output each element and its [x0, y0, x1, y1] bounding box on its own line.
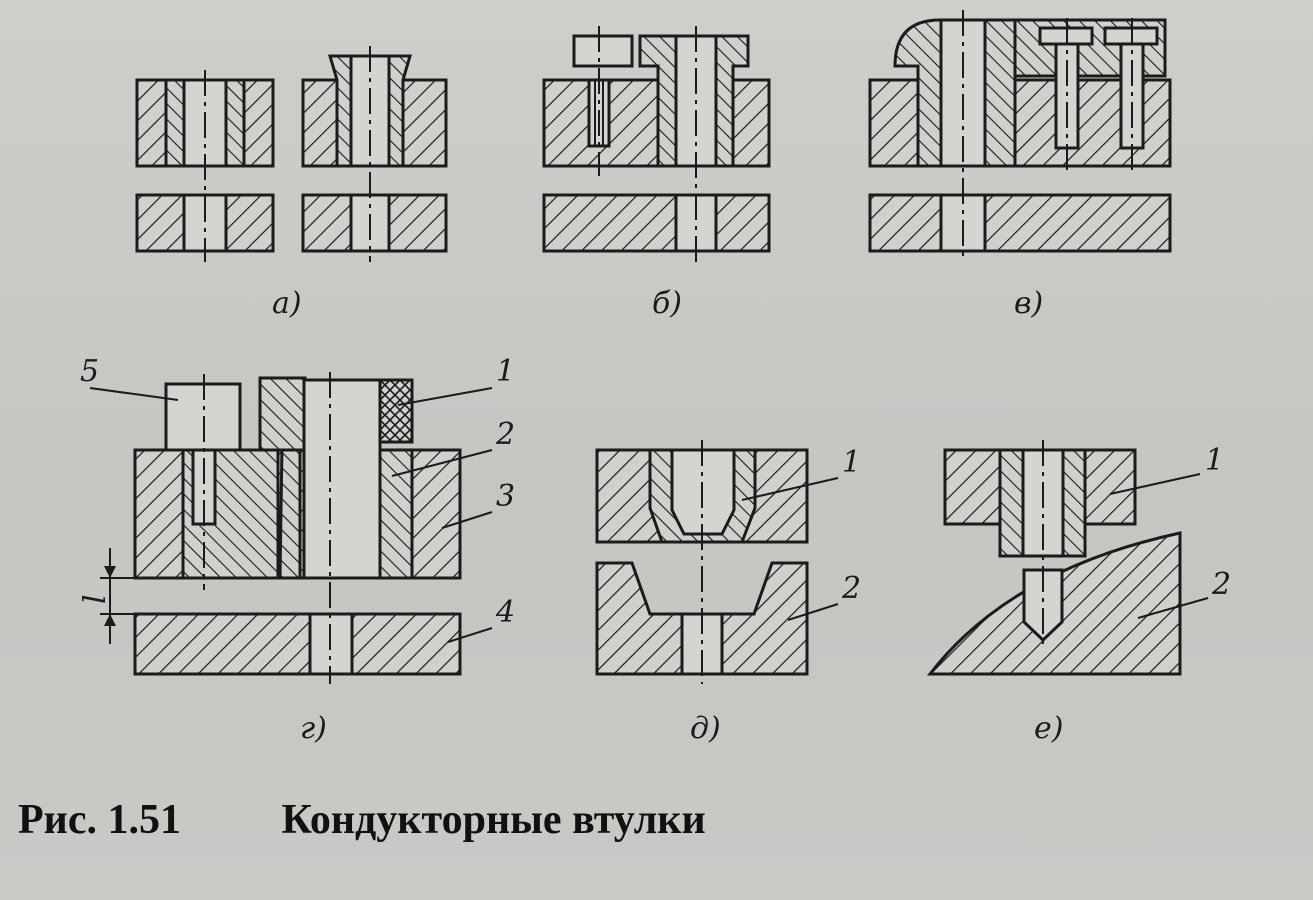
leader-line	[741, 477, 839, 501]
subfigure-label: б)	[652, 286, 682, 321]
leader-line	[1109, 473, 1201, 495]
leader-line	[441, 511, 493, 529]
subfigure-a: а)	[135, 46, 448, 321]
leader-line	[1137, 597, 1209, 619]
callout-1: 1	[1205, 443, 1224, 478]
subfigure-v: в)	[868, 10, 1172, 321]
leader-line	[447, 627, 493, 643]
callout-2: 2	[1211, 567, 1231, 602]
callout-1: 1	[496, 354, 515, 389]
drill-bushings-diagram: а) б) в)	[78, 10, 1231, 746]
screw-head	[572, 34, 634, 68]
leader-line	[787, 603, 839, 621]
subfigure-e: 1 2 е)	[926, 440, 1231, 746]
callout-2: 2	[495, 417, 515, 452]
figure-number: Рис. 1.51	[18, 797, 181, 843]
subfigure-d: 1 2 д)	[595, 440, 861, 746]
subfigure-g: l 5 1 2 3 4 г)	[78, 354, 515, 746]
leader-line	[391, 449, 493, 477]
callout-5: 5	[80, 354, 99, 389]
workpiece	[868, 193, 1172, 253]
subfigure-label: е)	[1034, 711, 1063, 746]
subfigure-label: д)	[690, 711, 721, 746]
dimension-arrows	[104, 566, 116, 626]
drilled-hole	[1022, 568, 1064, 643]
bushing-head	[258, 376, 307, 452]
bushing-bore	[302, 378, 382, 580]
dimension-label: l	[78, 594, 113, 604]
bushing-2	[378, 448, 414, 580]
leader-line	[89, 387, 179, 401]
subfigure-label: в)	[1014, 286, 1043, 321]
workpiece	[542, 193, 771, 253]
subfigure-b: б)	[542, 26, 771, 321]
figure-title: Кондукторные втулки	[281, 797, 706, 843]
callout-4: 4	[495, 595, 515, 630]
subfigure-label: г)	[300, 711, 327, 746]
subfigure-label: а)	[272, 286, 302, 321]
callout-2: 2	[841, 571, 861, 606]
callout-1: 1	[842, 445, 861, 480]
callout-3: 3	[496, 479, 515, 514]
figure-caption: Рис. 1.51 Кондукторные втулки	[18, 796, 706, 844]
leader-line	[397, 387, 493, 406]
workpiece-4	[133, 612, 462, 676]
